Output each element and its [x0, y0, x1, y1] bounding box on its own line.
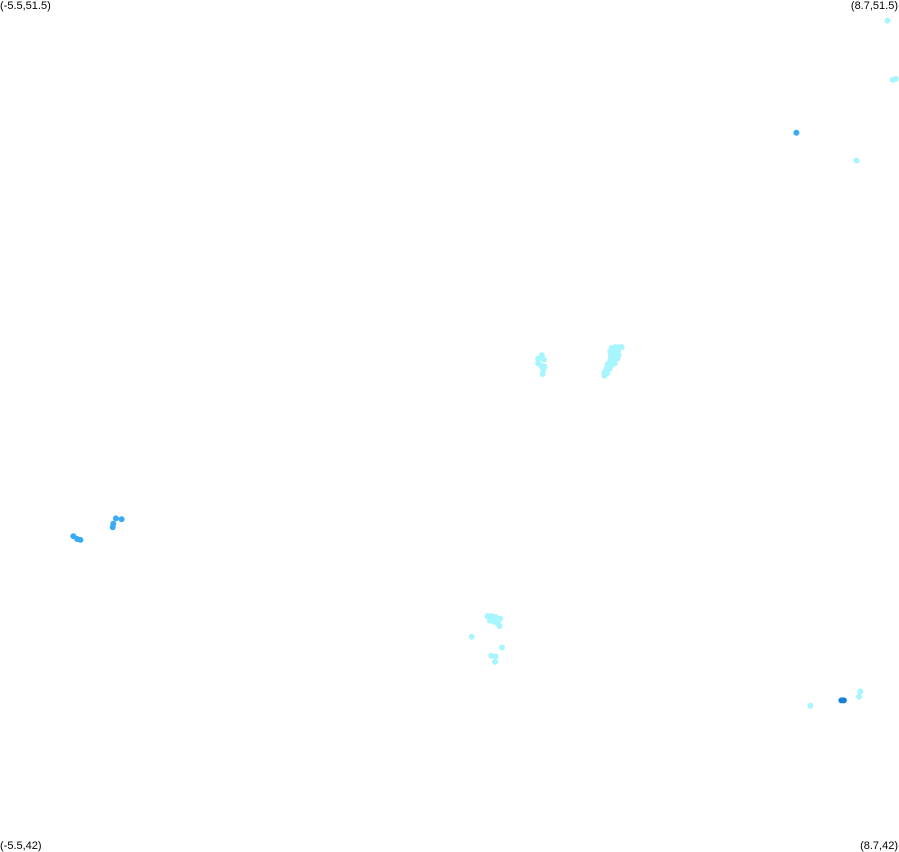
data-point [540, 356, 547, 363]
data-point [109, 524, 116, 531]
data-point [492, 653, 499, 660]
data-point [856, 693, 863, 700]
data-point [892, 75, 899, 82]
data-points-layer [70, 17, 899, 709]
data-point [840, 697, 847, 704]
data-point [112, 515, 119, 522]
data-point [499, 644, 505, 651]
data-point [601, 372, 608, 379]
corner-label-bottom-left: (-5.5,42) [0, 840, 42, 852]
corner-label-top-right: (8.7,51.5) [850, 0, 898, 12]
data-point [793, 129, 800, 136]
data-point [540, 366, 547, 373]
data-point [538, 352, 545, 359]
data-point [614, 355, 621, 362]
data-point [857, 688, 864, 695]
data-point [807, 702, 814, 709]
data-point [77, 536, 84, 543]
data-point [492, 658, 499, 665]
data-point [884, 17, 891, 24]
corner-label-top-left: (-5.5,51.5) [0, 0, 51, 12]
data-point [535, 355, 542, 362]
data-point [118, 516, 125, 523]
data-point [497, 615, 504, 622]
data-point [496, 623, 503, 629]
data-point [606, 365, 613, 372]
corner-label-bottom-right: (8.7,42) [860, 840, 898, 852]
data-point [539, 371, 546, 377]
data-point [853, 157, 860, 164]
data-point [468, 633, 475, 640]
data-point [618, 344, 625, 351]
data-point [611, 360, 618, 367]
